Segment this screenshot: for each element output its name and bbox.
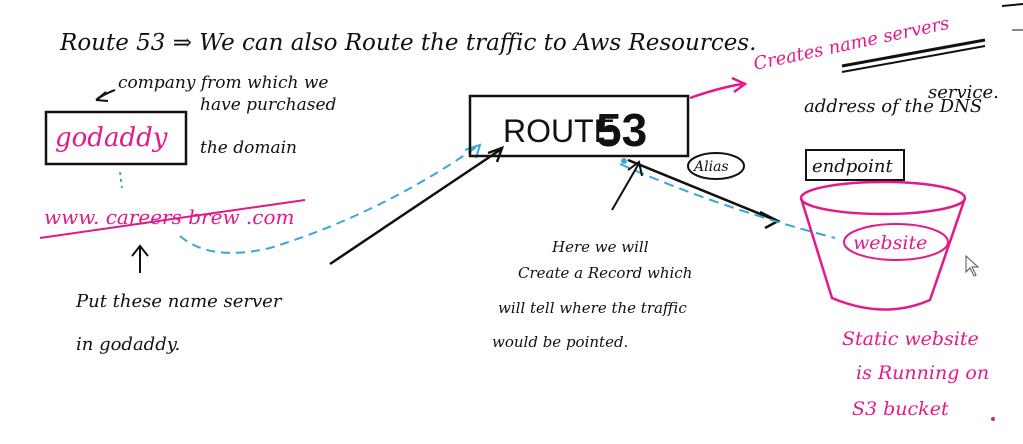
route53-word: ROUTE	[503, 113, 615, 149]
heading-text: Route 53 ⇒ We can also Route the traffic…	[59, 30, 756, 56]
name-servers-underline-1	[841, 38, 986, 68]
godaddy-connector	[119, 171, 123, 189]
record-line1: Here we will	[551, 238, 649, 256]
nameserver-arrow	[329, 148, 501, 266]
name-servers-underline-2	[841, 45, 986, 73]
alias-arrowhead	[759, 210, 781, 230]
record-arrow	[611, 160, 643, 211]
endpoint-box	[805, 149, 905, 181]
record-line2: Create a Record which	[518, 264, 692, 282]
bucket-note-line1: Static website	[842, 328, 979, 350]
route53-num: 53	[596, 104, 647, 156]
domain-label: www. careers brew .com	[44, 205, 294, 229]
address-line1: address of the DNS	[804, 96, 982, 117]
bucket-body	[799, 197, 967, 311]
domain-to-route53-dashed	[179, 145, 479, 254]
name-servers-arrow	[689, 76, 748, 100]
up-arrow	[131, 244, 149, 273]
route53-box	[468, 94, 690, 158]
bucket-top	[799, 180, 967, 216]
note-arrow	[95, 89, 116, 102]
address-line2: service.	[928, 82, 999, 103]
bucket-note-line3: S3 bucket	[852, 398, 949, 420]
godaddy-box	[44, 110, 188, 166]
record-line4: would be pointed.	[492, 333, 628, 351]
nameserver-arrowhead	[487, 145, 505, 163]
website-label: website	[853, 232, 927, 254]
endpoint-label: endpoint	[812, 156, 893, 177]
bucket-note-line2: is Running on	[856, 362, 989, 384]
alias-label: Alias	[692, 159, 729, 175]
alias-arrow	[627, 158, 776, 222]
record-line3: will tell where the traffic	[498, 299, 687, 317]
registrar-note-line3: the domain	[200, 138, 297, 158]
edge-scribble	[1001, 3, 1023, 7]
mouse-cursor-icon	[965, 254, 980, 277]
note-dot	[991, 417, 995, 421]
registrar-note-line1: company from which we	[118, 73, 328, 93]
registrar-note-line2: have purchased	[200, 95, 336, 115]
alias-oval	[687, 152, 745, 180]
dashed-origin-dot	[621, 158, 627, 164]
website-oval	[843, 223, 949, 261]
put-note-line2: in godaddy.	[76, 334, 180, 355]
route53-to-bucket-dashed	[619, 163, 836, 239]
godaddy-label: godaddy	[55, 123, 168, 153]
put-note-line1: Put these name server	[75, 291, 283, 312]
domain-underline	[39, 199, 306, 239]
